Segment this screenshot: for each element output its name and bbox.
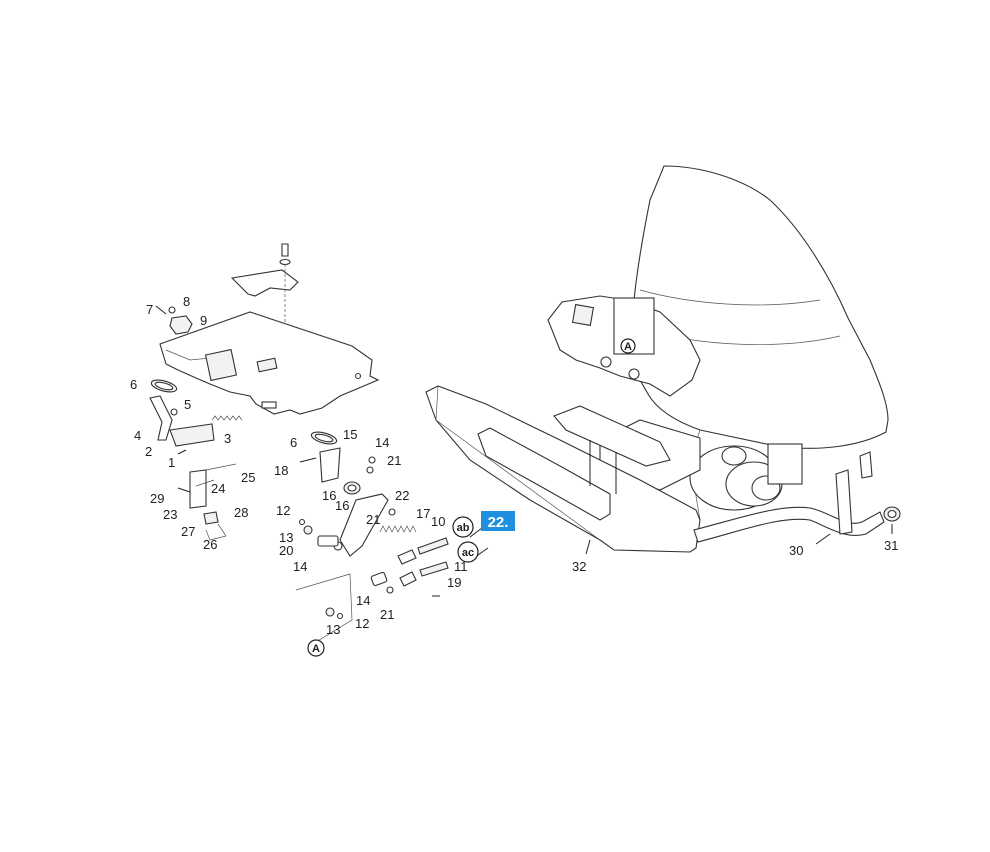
part-label: 6: [290, 435, 297, 450]
part-label: 5: [184, 397, 191, 412]
part-label: 29: [150, 491, 164, 506]
part-label: 22: [395, 488, 409, 503]
part-label: 9: [200, 313, 207, 328]
svg-text:ac: ac: [462, 547, 474, 559]
part-label: 30: [789, 543, 803, 558]
svg-text:22.: 22.: [488, 514, 509, 531]
highlighted-callout-22[interactable]: 22.: [481, 511, 515, 531]
part-labels: 7 8 9 6 5 4 3 2 1 6 15 14 21 18 16 16 22…: [130, 294, 898, 637]
part-label: 21: [387, 453, 401, 468]
part-label: 26: [203, 537, 217, 552]
part-label: 32: [572, 559, 586, 574]
ring-marker-ab: ab: [452, 516, 474, 538]
part-label: 14: [375, 435, 389, 450]
part-label: 12: [355, 616, 369, 631]
part-label: 15: [343, 427, 357, 442]
part-label: 21: [380, 607, 394, 622]
ring-marker-ac: ac: [457, 541, 479, 563]
ring-marker-a-bottom: A: [307, 639, 325, 657]
part-label: 14: [356, 593, 370, 608]
part-label: 3: [224, 431, 231, 446]
part-label: 8: [183, 294, 190, 309]
part-label: 28: [234, 505, 248, 520]
part-label: 4: [134, 428, 141, 443]
part-label: 6: [130, 377, 137, 392]
part-label: 16: [322, 488, 336, 503]
part-label: 13: [326, 622, 340, 637]
part-label: 12: [276, 503, 290, 518]
part-label: 19: [447, 575, 461, 590]
part-label: 13: [279, 530, 293, 545]
part-label: 25: [241, 470, 255, 485]
part-label: 2: [145, 444, 152, 459]
part-label: 18: [274, 463, 288, 478]
part-label: 21: [366, 512, 380, 527]
part-label: 10: [431, 514, 445, 529]
part-label: 17: [416, 506, 430, 521]
ring-marker-a-top: A: [620, 338, 636, 354]
part-label: 27: [181, 524, 195, 539]
part-label: 31: [884, 538, 898, 553]
part-label: 11: [454, 559, 468, 574]
svg-text:ab: ab: [457, 522, 470, 534]
svg-text:A: A: [312, 643, 320, 655]
svg-text:A: A: [624, 341, 632, 353]
leader-lines: [205, 523, 893, 556]
part-label: 20: [279, 543, 293, 558]
part-label: 7: [146, 302, 153, 317]
part-label: 24: [211, 481, 225, 496]
part-label: 16: [335, 498, 349, 513]
engine-cover-assembly: [425, 165, 901, 553]
part-label: 14: [293, 559, 307, 574]
part-label: 1: [168, 455, 175, 470]
part-label: 23: [163, 507, 177, 522]
pedal-assembly: [149, 243, 449, 643]
